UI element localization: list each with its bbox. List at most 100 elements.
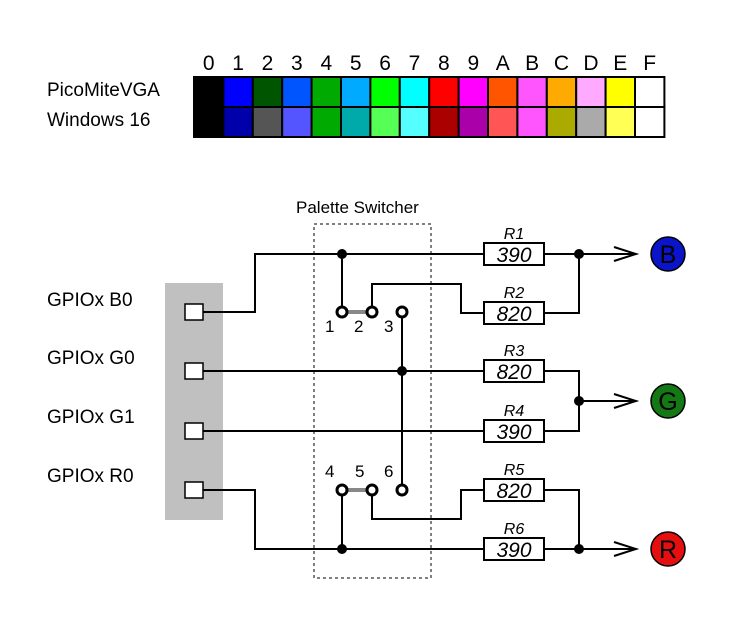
palette-index-header: 0 <box>203 52 215 75</box>
wire-r0 <box>203 489 484 550</box>
junction-dot <box>574 396 584 406</box>
switch-pin-label-1: 1 <box>325 317 334 336</box>
palette-index-header: 9 <box>467 52 479 75</box>
resistor-name: R2 <box>504 285 525 302</box>
arrow-b <box>613 246 640 262</box>
palette-index-header: F <box>643 52 656 75</box>
switch-pin-label-3: 3 <box>384 317 393 336</box>
palette-index-header: 7 <box>409 52 421 75</box>
wire-b0 <box>203 253 484 313</box>
palette-index-header: 5 <box>350 52 362 75</box>
wires <box>203 246 640 557</box>
palette-swatch <box>251 106 284 138</box>
output-b: B <box>650 236 686 272</box>
junction-dot <box>574 544 584 554</box>
palette-swatch <box>428 76 460 108</box>
arrow-r <box>613 541 640 557</box>
palette-swatch <box>340 106 372 138</box>
output-r: R <box>650 531 686 567</box>
palette-swatch <box>222 106 254 138</box>
palette-swatch <box>487 106 519 138</box>
palette-swatch <box>222 76 254 108</box>
switch-pin-4 <box>335 483 349 497</box>
wire-pin5-to-r5 <box>371 489 484 520</box>
junctions <box>337 249 584 554</box>
palette-index-header: B <box>525 52 539 75</box>
switch-pin-label-5: 5 <box>355 462 364 481</box>
resistor-value: 390 <box>496 244 531 267</box>
palette-swatch <box>310 76 343 108</box>
palette-swatch <box>575 76 607 108</box>
palette-index-header: 3 <box>291 52 303 75</box>
resistor-value: 820 <box>496 480 531 503</box>
palette-index-header: 6 <box>379 52 391 75</box>
palette-swatch <box>193 106 225 138</box>
palette-swatch <box>545 106 578 138</box>
palette-swatch <box>516 106 548 138</box>
palette-swatch <box>487 76 519 108</box>
palette-swatch <box>634 76 666 108</box>
resistor-body <box>483 359 545 383</box>
gpio-label-g1: GPIOx G1 <box>47 407 135 428</box>
gpio-pad-b0 <box>184 303 204 321</box>
palette-index-header: 1 <box>232 52 244 75</box>
switch-pin-label-2: 2 <box>354 317 363 336</box>
switch-pins <box>335 305 409 497</box>
output-g: G <box>650 383 686 419</box>
gpio-label-g0: GPIOx G0 <box>47 348 135 369</box>
gpio-pad-g1 <box>184 422 204 440</box>
gpio-pad-r0 <box>184 481 204 499</box>
wire-r5-out <box>544 489 580 549</box>
palette-swatch <box>310 106 343 138</box>
palette-index-header: A <box>496 52 510 75</box>
palette-swatch <box>604 76 636 108</box>
resistor-value: 390 <box>496 421 531 444</box>
gpio-header-block <box>165 283 223 520</box>
palette-swatch <box>281 106 313 138</box>
junction-dot <box>397 366 407 376</box>
gpio-pad-g0 <box>184 362 204 380</box>
palette-swatch <box>428 106 460 138</box>
resistor-name: R4 <box>504 403 525 420</box>
palette-swatch <box>634 106 666 138</box>
palette-swatch <box>545 76 578 108</box>
resistor-name: R1 <box>504 226 524 243</box>
palette-swatch <box>457 106 490 138</box>
palette-swatch <box>516 76 548 108</box>
palette-swatch <box>398 76 431 108</box>
output-r-circle <box>650 531 686 567</box>
wire-r3-out <box>544 370 580 432</box>
gpio-label-b0: GPIOx B0 <box>47 290 133 311</box>
resistor-value: 820 <box>496 361 531 384</box>
junction-dot <box>574 249 584 259</box>
output-b-label: B <box>660 241 677 269</box>
junction-dot <box>337 544 347 554</box>
switch-pin-6 <box>395 483 409 497</box>
wire-r2-out <box>544 254 580 314</box>
palette-switcher-box <box>313 223 432 579</box>
switch-pin-2 <box>365 305 379 319</box>
wire-pin2-to-r2 <box>371 283 484 314</box>
palette-index-header: C <box>554 52 569 75</box>
resistor-name: R3 <box>504 343 525 360</box>
output-g-circle <box>650 383 686 419</box>
resistor-name: R6 <box>504 521 525 538</box>
palette-swatch <box>575 106 607 138</box>
palette-swatch <box>281 76 313 108</box>
switch-pin-label-4: 4 <box>325 462 334 481</box>
resistor-body <box>483 419 545 443</box>
palette-swatch <box>369 106 401 138</box>
palette-swatch <box>457 76 490 108</box>
resistor-value: 390 <box>496 539 531 562</box>
output-g-label: G <box>658 388 677 416</box>
junction-dot <box>337 249 347 259</box>
palette-index-header: 4 <box>320 52 332 75</box>
output-b-circle <box>650 236 686 272</box>
palette-switcher-title: Palette Switcher <box>296 198 419 217</box>
